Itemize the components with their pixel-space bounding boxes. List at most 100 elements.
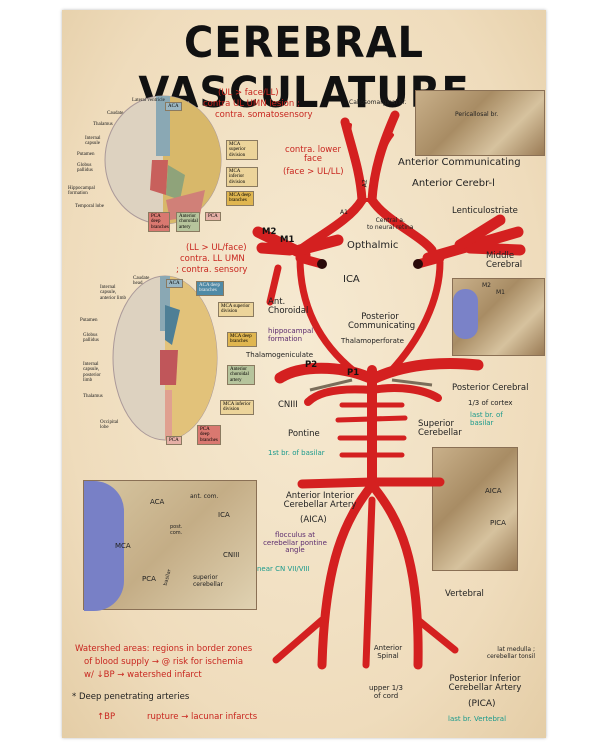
pontine-arteries (335, 402, 408, 458)
label-m1: M1 (280, 235, 295, 245)
label-putamen: Putamen (77, 152, 95, 157)
label-globus-pallidus: Globus pallidus (77, 163, 93, 174)
label-thalamus: Thalamus (93, 122, 113, 127)
label-caudate: Caudate (107, 111, 124, 116)
label-hippocampal: Hippocampal formation (68, 186, 95, 197)
label-anterior-spinal: Anterior Spinal (373, 644, 403, 660)
photo-label-antcom: ant. com. (190, 493, 219, 500)
photo-mca (452, 278, 545, 356)
label-temporal-lobe: Temporal lobe (75, 204, 104, 209)
vertebral-arteries (317, 480, 423, 670)
note-aica-cn: near CN VII/VIII (257, 565, 310, 573)
note-pca-cortex: 1/3 of cortex (468, 399, 513, 407)
box-mca-inferior-axial: MCA inferior division (220, 400, 254, 415)
photo-label-sca: superior cerebellar (193, 574, 223, 588)
label-posterior-cerebral: Posterior Cerebral (452, 383, 529, 393)
photo-label-mca: MCA (115, 542, 131, 550)
label-aica: Anterior Interior Cerebellar Artery (283, 491, 357, 511)
label-pericallosal: Pericallosal br. (455, 111, 499, 118)
middle-cerebral-arteries (252, 214, 526, 264)
box-pca: PCA (205, 212, 221, 222)
label-globus-axial: Globus pallidus (83, 333, 99, 344)
note-bp: ↑BP (97, 712, 116, 722)
label-anterior-communicating: Anterior Communicating (398, 157, 521, 168)
note-contra-sensory: ; contra. sensory (176, 265, 248, 275)
label-pica-abbr: (PICA) (468, 699, 496, 709)
label-a2: A2 (361, 179, 369, 188)
note-pica-medulla: lat medulla ; cerebellar tonsil (486, 646, 535, 660)
label-pica: Posterior Inferior Cerebellar Artery (448, 674, 522, 694)
box-mca-superior: MCA superior division (226, 140, 258, 160)
box-anterior-choroidal: Anterior choroidal artery (176, 212, 200, 232)
label-middle-cerebral: Middle Cerebral (486, 251, 523, 271)
label-superior-cerebellar: Superior Cerebellar (418, 419, 462, 439)
note-contra-somato: contra. somatosensory (215, 110, 313, 120)
label-putamen-axial: Putamen (80, 318, 98, 323)
central-sub: to neural retina (367, 223, 414, 231)
label-ica: ICA (343, 274, 360, 285)
note-pca-last-branch: last br. of basilar (470, 411, 503, 427)
photo-label-pica: PICA (490, 519, 506, 527)
photo-label-m2: M2 (482, 282, 491, 289)
photo-label-cniii: CNIII (223, 551, 240, 559)
photo-label-ica: ICA (218, 511, 230, 519)
label-central-artery: Central a.to neural retina (367, 217, 414, 231)
note-pica-last-branch: last br. Vertebral (448, 715, 507, 723)
note-face-gt: (face > UL/LL) (283, 167, 344, 177)
photo-label-aca: ACA (150, 498, 165, 506)
note-ul-face: (UL > face/LL) (218, 88, 279, 98)
photo-pericallosal (415, 90, 545, 156)
note-lower-face: contra. lower face (285, 145, 341, 165)
label-hippocampal-formation: hippocampal formation (268, 327, 314, 343)
label-ant-choroidal: Ant. Choroidal (268, 297, 309, 317)
posterior-communicating-arteries (266, 254, 444, 376)
posterior-cerebral-arteries (274, 357, 484, 384)
poster-title: CEREBRAL VASCULATURE (138, 18, 470, 118)
label-callosomarginal: Callosomarginal br. (349, 99, 407, 106)
label-aica-abbr: (AICA) (300, 515, 327, 525)
pica (272, 616, 459, 664)
box-ant-choroidal-axial: Anterior choroidal artery (227, 365, 255, 385)
label-thalamogeniculate: Thalamogeniculate (246, 351, 314, 359)
label-ic-anterior: Internal capsule, anterior limb (100, 285, 126, 301)
note-ll-face: (LL > UL/face) (186, 243, 247, 253)
label-vertebral: Vertebral (445, 589, 484, 599)
label-m2: M2 (262, 227, 277, 237)
note-watershed-2: of blood supply → @ risk for ischemia (84, 657, 244, 667)
photo-label-pca: PCA (142, 575, 156, 583)
anterior-spinal-artery (362, 496, 376, 669)
photo-label-aica: AICA (485, 487, 502, 495)
note-watershed-3: w/ ↓BP → watershed infarct (84, 670, 202, 680)
central-a: Central a. (375, 217, 405, 224)
aica (297, 477, 445, 489)
box-mca-inferior: MCA inferior division (226, 167, 258, 187)
photo-label-postcom: post. com. (170, 524, 183, 536)
label-lenticulostriate: Lenticulostriate (452, 206, 518, 216)
cn3-nerves (309, 378, 433, 392)
box-pca-deep-axial: PCA deep branches (197, 425, 221, 445)
box-aca-axial: ACA (166, 279, 183, 289)
superior-cerebellar-arteries (304, 384, 442, 406)
label-p2: P2 (305, 360, 318, 370)
note-upper-cord: upper 1/3 of cord (369, 684, 403, 700)
label-thalamoperforate: Thalamoperforate (341, 337, 404, 345)
box-pca-axial: PCA (166, 436, 182, 446)
box-pca-deep: PCA deep branches (148, 212, 170, 232)
note-aica-flocculus: flocculus at cerebellar pontine angle (263, 531, 327, 555)
box-aca: ACA (165, 102, 182, 112)
box-mca-superior-axial: MCA superior division (218, 302, 254, 317)
box-mca-deep: MCA deep branches (226, 191, 254, 206)
box-mca-deep-axial: MCA deep branches (227, 332, 257, 347)
label-occipital: Occipital lobe (100, 420, 119, 431)
photo-aica-pica (432, 447, 518, 571)
label-lateral-ventricle: Lateral ventricle (132, 98, 165, 103)
note-watershed-1: Watershed areas: regions in border zones (75, 644, 253, 654)
label-thalamus-axial: Thalamus (83, 394, 103, 399)
note-deep-penetrating: * Deep penetrating arteries (72, 692, 190, 702)
label-pontine: Pontine (288, 429, 320, 439)
label-ic-posterior: Internal capsule, posterior limb (83, 362, 101, 383)
label-p1: P1 (347, 368, 360, 378)
